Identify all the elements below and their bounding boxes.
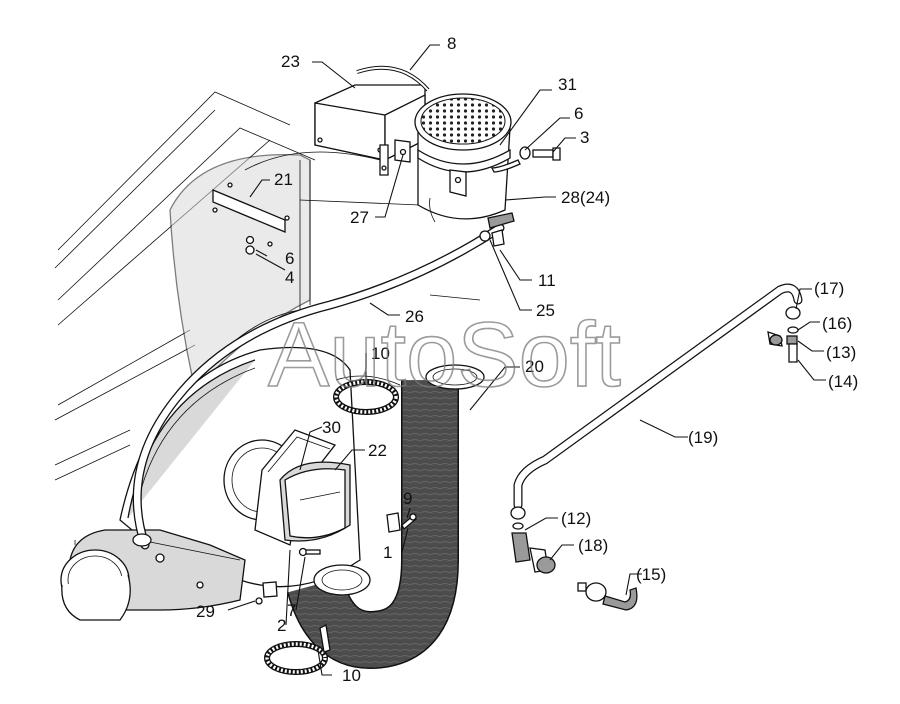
label-7: 7 <box>287 601 296 620</box>
label-4: 4 <box>285 268 294 287</box>
leader-lines <box>227 44 826 676</box>
fittings-13-17 <box>767 306 801 363</box>
label-6-left: 6 <box>285 249 294 268</box>
label-25: 25 <box>536 301 555 320</box>
bracket-9 <box>386 512 417 533</box>
tube-19 <box>513 283 803 510</box>
band-8 <box>356 65 430 92</box>
label-1: 1 <box>383 543 392 562</box>
label-14: (14) <box>828 372 858 391</box>
label-21: 21 <box>274 170 293 189</box>
machine-frame <box>54 91 481 481</box>
label-8: 8 <box>447 34 456 53</box>
part-labels: 23 8 31 6 3 28(24) 27 21 6 4 11 25 26 10… <box>196 34 858 685</box>
label-10-top: 10 <box>371 344 390 363</box>
label-23: 23 <box>281 52 300 71</box>
label-30: 30 <box>322 418 341 437</box>
filter-housing-28 <box>394 93 521 229</box>
label-27: 27 <box>350 208 369 227</box>
label-20: 20 <box>525 357 544 376</box>
plate-29 <box>255 581 278 605</box>
label-12: (12) <box>561 509 591 528</box>
bolt-3 <box>519 146 561 161</box>
label-3: 3 <box>580 128 589 147</box>
fitting-11 <box>479 229 505 247</box>
label-15: (15) <box>636 565 666 584</box>
label-18: (18) <box>578 536 608 555</box>
label-17: (17) <box>814 279 844 298</box>
watermark: AutoSoft <box>268 304 621 406</box>
flex-hose-20 <box>287 364 485 670</box>
plate-21 <box>212 182 290 255</box>
pipe-26 <box>132 223 505 550</box>
label-10-bottom: 10 <box>342 666 361 685</box>
label-26: 26 <box>405 307 424 326</box>
label-9: 9 <box>403 489 412 508</box>
label-22: 22 <box>368 441 387 460</box>
label-6-top: 6 <box>574 104 583 123</box>
front-duct <box>60 540 131 621</box>
label-28: 28(24) <box>561 188 610 207</box>
label-11: 11 <box>538 271 556 290</box>
cover-22 <box>254 429 351 546</box>
elbow-15 <box>577 582 638 611</box>
clamp-10-bottom <box>264 624 331 675</box>
label-16: (16) <box>822 314 852 333</box>
label-29: 29 <box>196 602 215 621</box>
label-19: (19) <box>688 428 718 447</box>
label-2: 2 <box>277 616 286 635</box>
bolt-7 <box>298 547 321 557</box>
label-31: 31 <box>558 75 577 94</box>
fittings-12-18 <box>510 506 556 574</box>
label-13: (13) <box>826 343 856 362</box>
